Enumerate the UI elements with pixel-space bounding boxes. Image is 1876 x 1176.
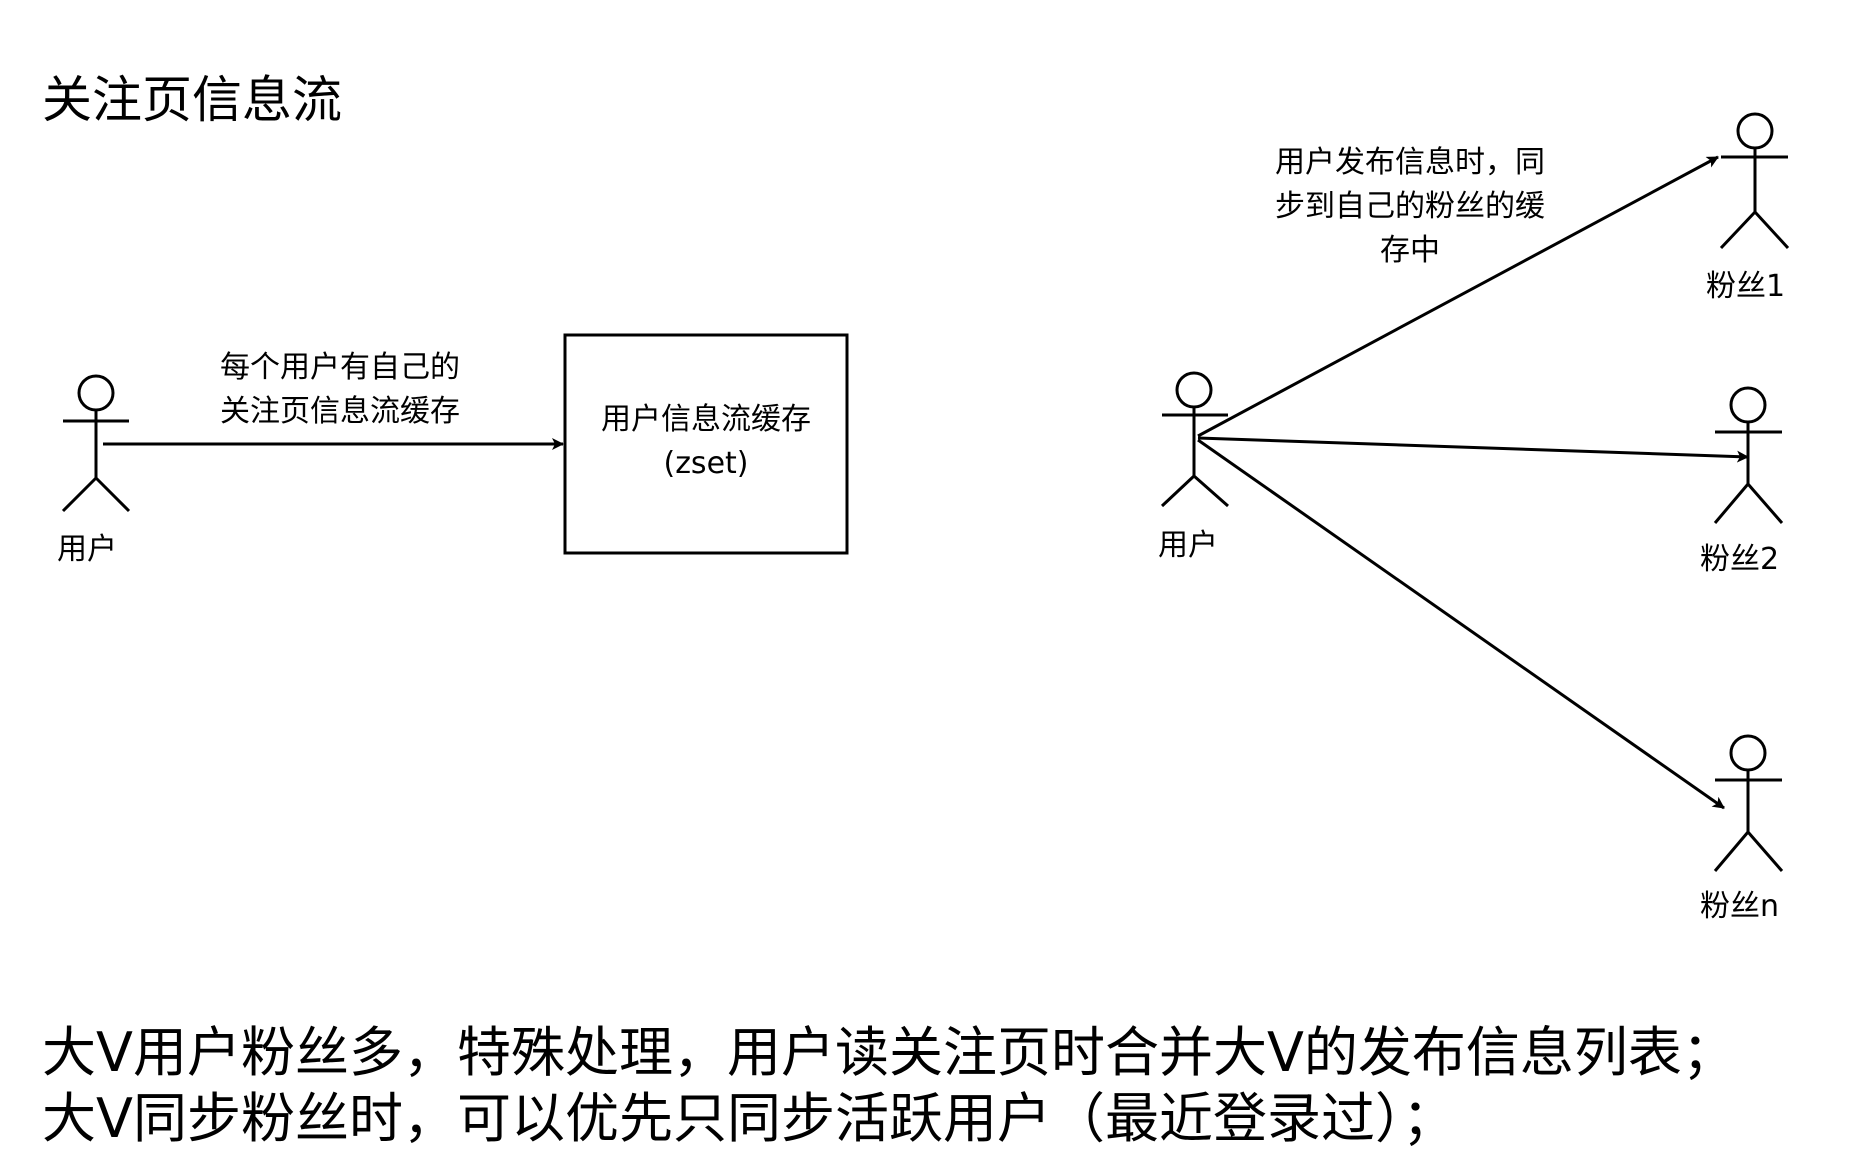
edge-label-line: 每个用户有自己的: [220, 350, 460, 385]
actor-label-user-left: 用户: [57, 532, 117, 567]
edge-label-line: 关注页信息流缓存: [220, 394, 460, 429]
cache-box: [563, 333, 849, 555]
note-line-2: 大V同步粉丝时，可以优先只同步活跃用户（最近登录过）；: [42, 1087, 1456, 1150]
edge-label-left: 每个用户有自己的 关注页信息流缓存: [190, 346, 490, 434]
cache-box-title: 用户信息流缓存: [601, 402, 811, 437]
actor-user-right: [1160, 371, 1229, 508]
actor-fan-2: [1713, 386, 1784, 524]
page-title: 关注页信息流: [42, 71, 342, 129]
edge-label-right: 用户发布信息时，同 步到自己的粉丝的缓 存中: [1240, 141, 1580, 273]
actor-label-user-right: 用户: [1158, 528, 1218, 563]
note-line-1: 大V用户粉丝多，特殊处理，用户读关注页时合并大V的发布信息列表；: [42, 1021, 1736, 1084]
actor-fan-1: [1719, 112, 1790, 250]
fan-label-n: 粉丝n: [1700, 889, 1780, 924]
fan-label-2: 粉丝2: [1700, 542, 1780, 577]
edge-label-line: 存中: [1380, 233, 1440, 268]
actor-fan-n: [1713, 734, 1784, 872]
edge-label-line: 步到自己的粉丝的缓: [1275, 189, 1545, 224]
cache-box-label: 用户信息流缓存 (zset): [565, 398, 847, 486]
fan-label-1: 粉丝1: [1706, 269, 1786, 304]
actor-user-left: [61, 374, 131, 513]
edge-label-line: 用户发布信息时，同: [1275, 145, 1545, 180]
cache-box-type: (zset): [663, 446, 749, 481]
arrow-to-fan-1: [1197, 155, 1719, 438]
arrow-to-fan-2: [1197, 436, 1749, 463]
arrow-to-fan-n: [1197, 438, 1725, 810]
